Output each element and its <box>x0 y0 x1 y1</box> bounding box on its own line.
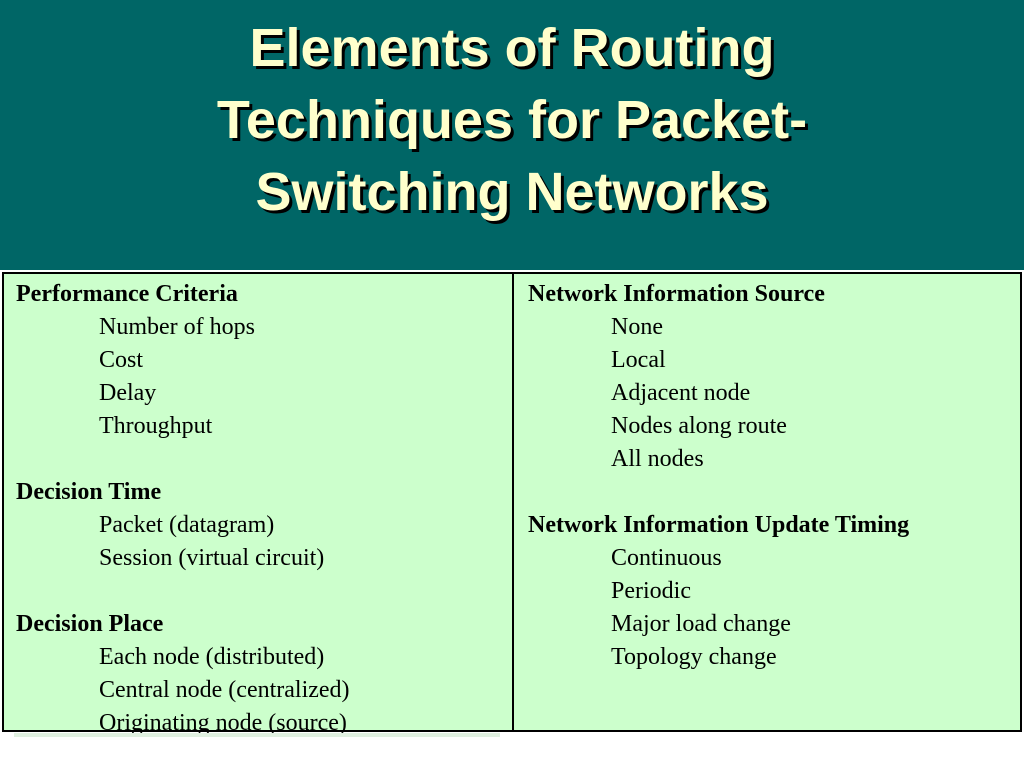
list-item: None <box>611 314 663 340</box>
list-item: Session (virtual circuit) <box>99 545 325 571</box>
list-item: Periodic <box>611 578 691 604</box>
list-item: Cost <box>99 347 144 373</box>
spacer <box>16 443 512 476</box>
title-line-3: Switching Networks <box>255 162 769 222</box>
list-item: Each node (distributed) <box>99 644 325 670</box>
list-item: Adjacent node <box>611 380 751 406</box>
decorative-strip <box>14 733 500 737</box>
section-heading-decision-time: Decision Time <box>16 479 162 505</box>
list-item: Local <box>611 347 666 373</box>
section-heading-performance: Performance Criteria <box>16 281 238 307</box>
section-heading-update-timing: Network Information Update Timing <box>528 512 910 538</box>
spacer <box>528 476 1020 509</box>
right-column: Network Information Source None Local Ad… <box>514 274 1020 730</box>
list-item: Central node (centralized) <box>99 677 350 703</box>
section-heading-decision-place: Decision Place <box>16 611 164 637</box>
slide-title: Elements of Routing Techniques for Packe… <box>0 12 1024 228</box>
title-line-2: Techniques for Packet- <box>216 90 808 150</box>
list-item: Major load change <box>611 611 791 637</box>
list-item: Delay <box>99 380 157 406</box>
spacer <box>16 575 512 608</box>
left-column: Performance Criteria Number of hops Cost… <box>4 274 514 736</box>
section-heading-info-source: Network Information Source <box>528 281 825 307</box>
list-item: Throughput <box>99 413 213 439</box>
list-item: Topology change <box>611 644 777 670</box>
list-item: Packet (datagram) <box>99 512 275 538</box>
title-line-1: Elements of Routing <box>249 18 775 78</box>
list-item: All nodes <box>611 446 704 472</box>
routing-elements-table: Performance Criteria Number of hops Cost… <box>2 272 1022 736</box>
list-item: Nodes along route <box>611 413 787 439</box>
list-item: Continuous <box>611 545 722 571</box>
title-banner: Elements of Routing Techniques for Packe… <box>0 0 1024 270</box>
list-item: Number of hops <box>99 314 255 340</box>
list-item: Originating node (source) <box>99 710 347 736</box>
